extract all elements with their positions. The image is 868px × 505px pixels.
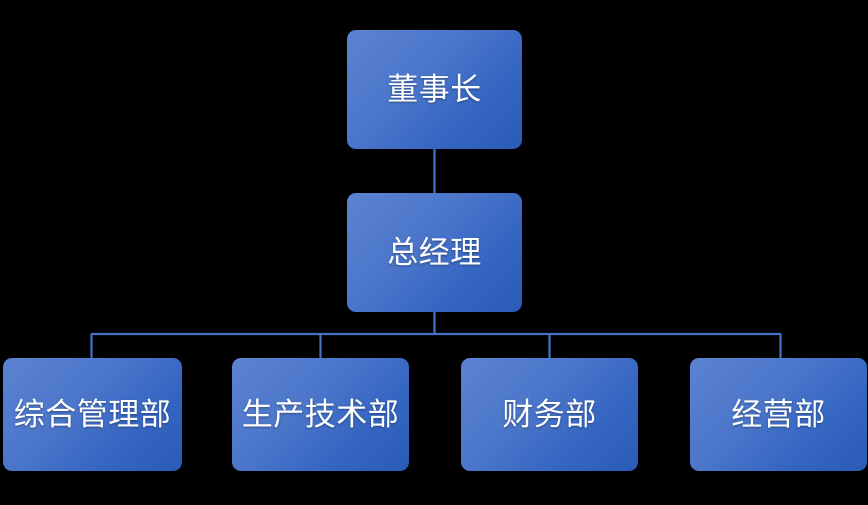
org-node-general-manager[interactable]: 总经理	[347, 193, 522, 312]
org-node-department-1[interactable]: 生产技术部	[232, 358, 409, 471]
org-node-department-2[interactable]: 财务部	[461, 358, 638, 471]
org-node-general-manager-label: 总经理	[387, 234, 482, 270]
org-node-department-2-label: 财务部	[502, 396, 597, 432]
org-node-department-3-label: 经营部	[731, 396, 826, 432]
org-node-department-0-label: 综合管理部	[13, 396, 172, 432]
org-node-chairman-label: 董事长	[387, 71, 482, 107]
org-node-department-3[interactable]: 经营部	[690, 358, 867, 471]
org-node-department-0[interactable]: 综合管理部	[3, 358, 182, 471]
org-node-department-1-label: 生产技术部	[241, 396, 400, 432]
org-node-chairman[interactable]: 董事长	[347, 30, 522, 149]
